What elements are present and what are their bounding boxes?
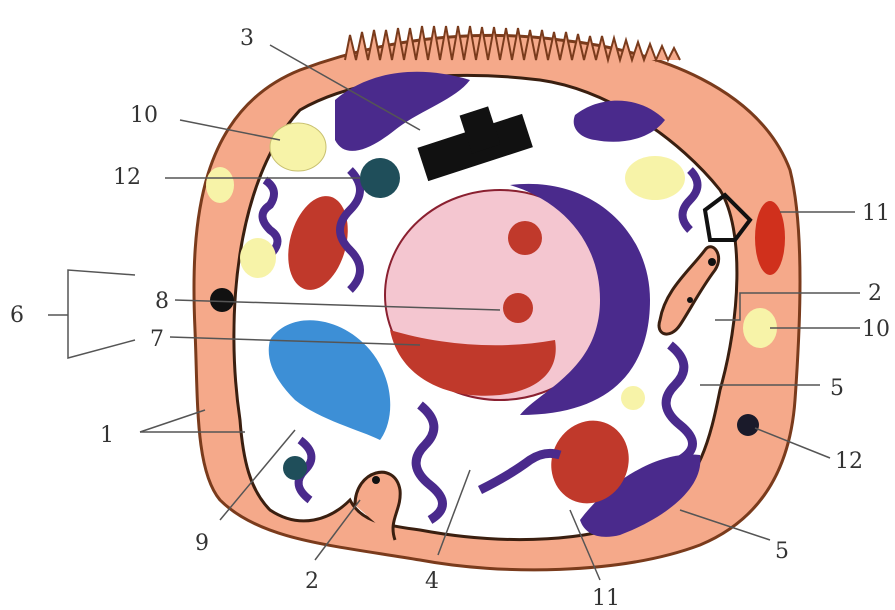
label-2-bottom: 2 [305,569,319,594]
bracket-6 [68,270,135,358]
label-11-right: 11 [862,201,890,226]
lysosome-left [210,288,234,312]
lysosome-bottom-left [283,456,307,480]
label-12-right: 12 [835,449,863,474]
label-11-bottom: 11 [592,586,620,610]
vesicle-dot [372,476,380,484]
label-6: 6 [10,303,24,328]
lysosome-top [360,158,400,198]
label-4: 4 [425,569,439,594]
leader-1a [140,410,205,432]
label-3: 3 [240,26,254,51]
label-1: 1 [100,423,114,448]
label-2-right: 2 [868,281,882,306]
label-10-left: 10 [130,103,158,128]
vacuole-top-right [625,156,685,200]
vacuole-center-right [621,386,645,410]
label-7: 7 [150,327,164,352]
vesicle-dot-right-2 [687,297,693,303]
label-12-left: 12 [113,165,141,190]
label-10-right: 10 [862,317,890,342]
label-9: 9 [195,531,209,556]
nucleolus-1 [508,221,542,255]
lysosome-right [737,414,759,436]
vesicle-dot-right [708,258,716,266]
label-5-bottom: 5 [775,539,789,564]
label-5-right: 5 [830,376,844,401]
nucleolus-2 [503,293,533,323]
vacuole-top-left [270,123,326,171]
vacuole-mid-left [240,238,276,278]
label-8: 8 [155,289,169,314]
vacuole-left [206,167,234,203]
